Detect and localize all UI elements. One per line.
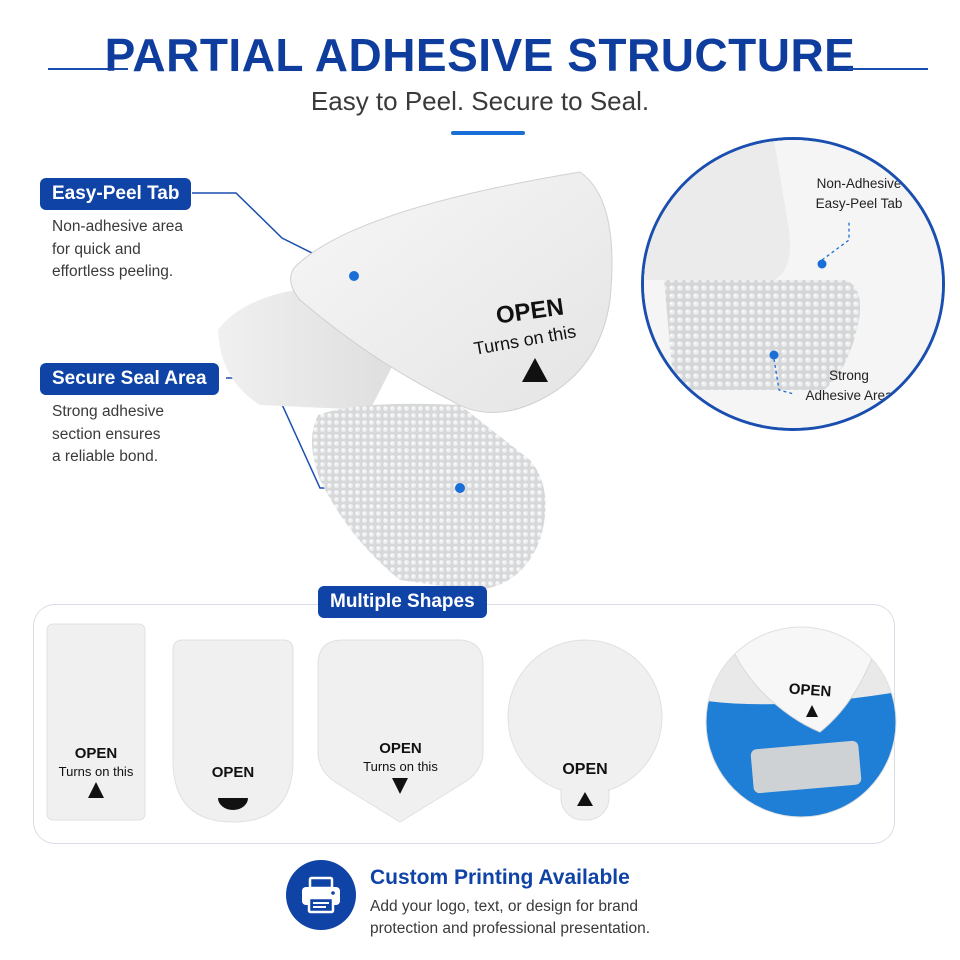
desc-line: effortless peeling. <box>52 263 174 280</box>
page-title: PARTIAL ADHESIVE STRUCTURE <box>104 29 856 81</box>
header: PARTIAL ADHESIVE STRUCTURE <box>0 24 960 94</box>
desc-line: Strong adhesive <box>52 403 165 420</box>
hero-label-svg <box>218 171 613 590</box>
title-divider-left <box>48 68 128 70</box>
zoom-adhesive-area <box>664 280 860 390</box>
tab-marker-dot <box>349 271 359 281</box>
zoom-label-line: Easy-Peel Tab <box>815 196 903 211</box>
shape1-open-text: OPEN <box>74 745 118 762</box>
footer-desc-line: Add your logo, text, or design for brand <box>370 898 638 915</box>
adhesive-area <box>311 403 546 590</box>
shape2-open-text: OPEN <box>211 764 255 781</box>
title-divider-right <box>848 68 928 70</box>
shapes-panel <box>33 604 895 844</box>
desc-line: Non-adhesive area <box>52 218 183 235</box>
zoom-adhesive-label: Strong Adhesive Area <box>784 366 914 406</box>
zoom-label-line: Strong <box>829 368 869 383</box>
zoom-tab-dot <box>817 259 827 269</box>
page-subtitle: Easy to Peel. Secure to Seal. <box>310 86 650 116</box>
custom-printing-description: Add your logo, text, or design for brand… <box>370 896 690 940</box>
zoom-peel-tab <box>644 140 790 280</box>
printer-icon-svg <box>302 876 340 914</box>
custom-printing-title: Custom Printing Available <box>370 866 630 889</box>
secure-seal-area-description: Strong adhesive section ensures a reliab… <box>52 401 164 469</box>
shape1-turns-text: Turns on this <box>58 764 134 779</box>
secure-seal-area-badge: Secure Seal Area <box>40 363 219 395</box>
shape3-turns-text: Turns on this <box>363 759 438 774</box>
subtitle-underline <box>451 131 525 135</box>
desc-line: section ensures <box>52 425 161 443</box>
desc-line: for quick and <box>52 240 141 258</box>
easy-peel-tab-badge: Easy-Peel Tab <box>40 178 192 210</box>
shape4-open-text: OPEN <box>562 761 608 778</box>
multiple-shapes-badge: Multiple Shapes <box>318 586 487 618</box>
footer-desc-line: protection and professional presentation… <box>370 920 651 937</box>
zoom-non-adhesive-label: Non-Adhesive Easy-Peel Tab <box>794 174 924 214</box>
zoom-label-line: Adhesive Area <box>805 388 893 403</box>
zoom-detail-circle: Non-Adhesive Easy-Peel Tab Strong Adhesi… <box>641 137 945 431</box>
zoom-label-line: Non-Adhesive <box>816 176 902 191</box>
desc-line: a reliable bond. <box>52 448 158 465</box>
arrow-up-icon <box>522 358 548 382</box>
easy-peel-tab-description: Non-adhesive area for quick and effortle… <box>52 216 183 284</box>
shape3-open-text: OPEN <box>379 740 422 757</box>
peel-tab <box>290 171 613 413</box>
printer-icon <box>286 860 356 930</box>
seal-marker-dot <box>455 483 465 493</box>
zoom-adhesive-dot <box>769 350 779 360</box>
hero-label-illustration: OPEN Turns on this <box>200 160 630 600</box>
